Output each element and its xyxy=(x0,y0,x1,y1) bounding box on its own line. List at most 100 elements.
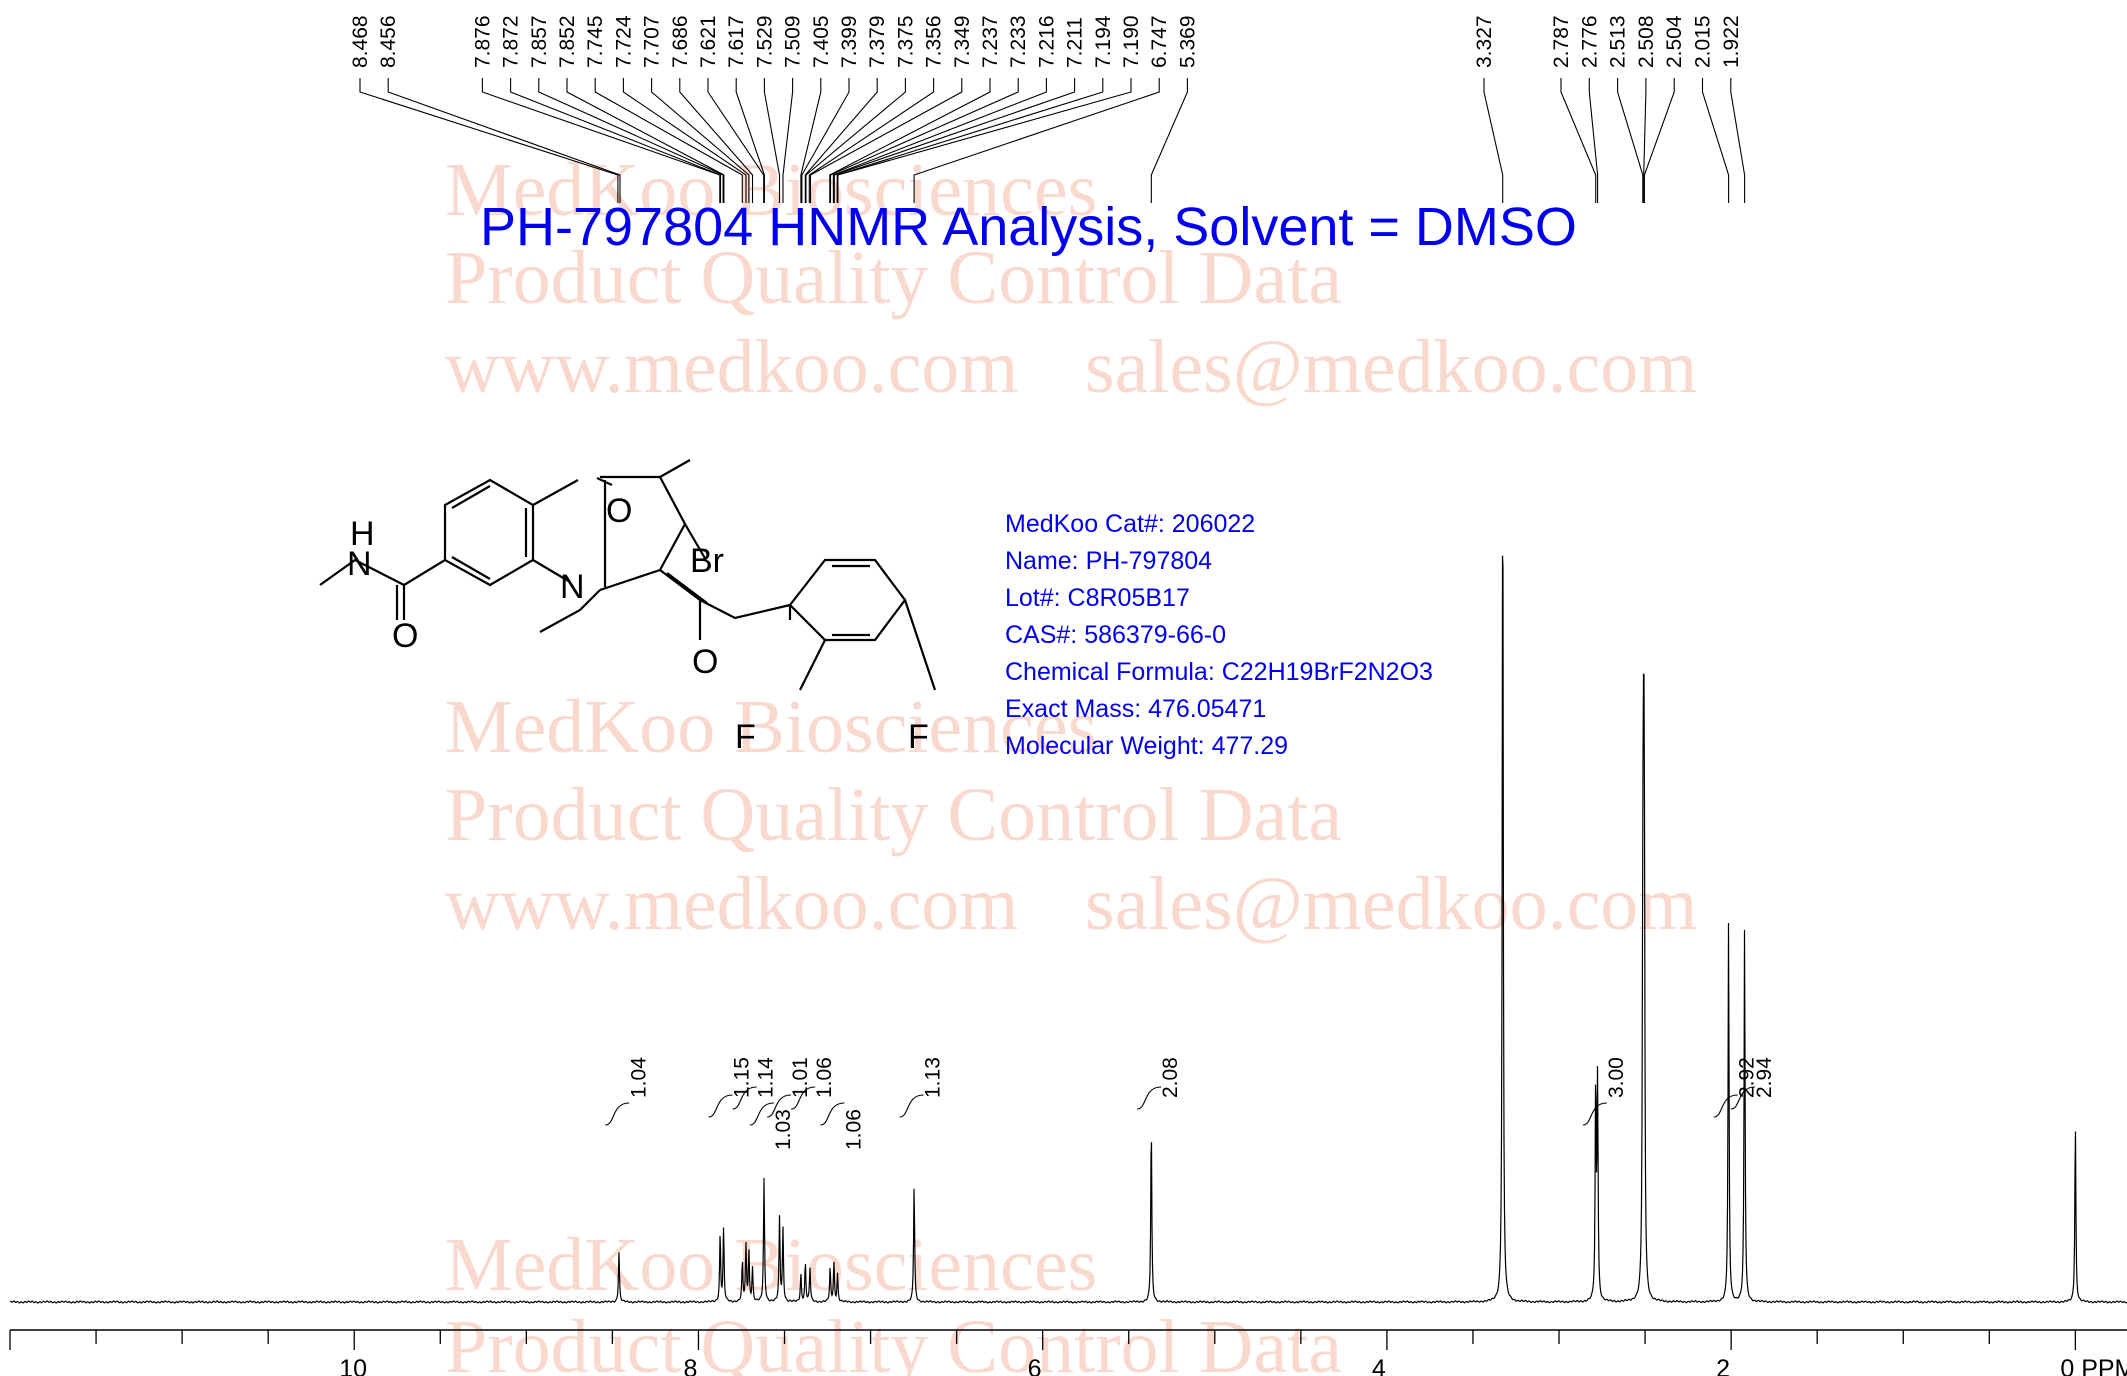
x-tick-label: 2 xyxy=(1716,1355,1730,1376)
peak-label: 7.724 xyxy=(612,15,635,68)
watermark-line1: MedKoo Biosciences xyxy=(445,685,1097,769)
integral-label: 1.03 xyxy=(772,1109,795,1150)
info-mol-weight: Molecular Weight: 477.29 xyxy=(1005,732,1288,760)
watermark-line3a: www.medkoo.com xyxy=(445,862,1018,946)
peak-label: 5.369 xyxy=(1176,15,1199,68)
integral-label: 3.00 xyxy=(1605,1057,1628,1098)
peak-leader-line xyxy=(1701,78,1730,203)
peak-label: 7.707 xyxy=(641,15,664,68)
integral-curve xyxy=(1582,1102,1607,1126)
peak-leader-line xyxy=(829,78,991,203)
peak-leader-line xyxy=(651,78,750,203)
chart-title: PH-797804 HNMR Analysis, Solvent = DMSO xyxy=(480,197,1577,257)
spectrum-group xyxy=(10,555,2127,1304)
peak-leader-line xyxy=(1560,78,1597,203)
peak-label: 6.747 xyxy=(1148,15,1171,68)
integral-curve xyxy=(820,1102,845,1126)
watermark-line2: Product Quality Control Data xyxy=(445,236,1342,320)
integral-curve xyxy=(732,1086,757,1110)
peak-label: 7.211 xyxy=(1064,17,1087,68)
atom-nh-h: H xyxy=(350,515,375,553)
peak-leader-line xyxy=(387,78,621,203)
info-cat: MedKoo Cat#: 206022 xyxy=(1005,510,1255,538)
peak-leader-line xyxy=(707,78,765,203)
watermark-line1: MedKoo Biosciences xyxy=(445,148,1097,232)
info-exact-mass: Exact Mass: 476.05471 xyxy=(1005,695,1266,723)
integral-label: 1.15 xyxy=(731,1057,754,1098)
peak-label: 7.379 xyxy=(866,15,889,68)
x-tick-label: 6 xyxy=(1028,1355,1042,1376)
peak-leader-line xyxy=(679,78,754,203)
info-lot: Lot#: C8R05B17 xyxy=(1005,584,1190,612)
integral-label: 1.04 xyxy=(627,1057,650,1098)
peak-label: 2.508 xyxy=(1635,15,1658,68)
peak-label: 1.922 xyxy=(1720,15,1743,68)
peak-label: 2.513 xyxy=(1607,15,1630,68)
peak-leader-line xyxy=(833,78,1076,203)
watermark-line1: MedKoo Biosciences xyxy=(445,1223,1097,1307)
integral-curve xyxy=(749,1102,774,1126)
peak-leader-line xyxy=(594,78,743,203)
peak-label: 7.399 xyxy=(838,15,861,68)
watermark-line2: Product Quality Control Data xyxy=(445,773,1342,857)
structure-extra-bonds xyxy=(799,599,937,691)
peak-label: 7.194 xyxy=(1092,15,1115,68)
peak-label: 7.872 xyxy=(500,15,523,68)
peak-label: 3.327 xyxy=(1473,15,1496,68)
peak-leader-line xyxy=(809,78,963,203)
peak-leader-line xyxy=(836,78,1104,203)
integral-label: 1.06 xyxy=(813,1057,836,1098)
peak-label: 7.356 xyxy=(923,15,946,68)
integral-label: 2.92 xyxy=(1736,1057,1759,1098)
integral-label: 2.94 xyxy=(1753,1057,1776,1098)
integral-curve xyxy=(1136,1086,1162,1110)
peak-label: 7.233 xyxy=(1007,15,1030,68)
peak-label: 7.237 xyxy=(979,15,1002,68)
peak-leader-line xyxy=(1588,78,1599,203)
info-cas: CAS#: 586379-66-0 xyxy=(1005,621,1226,649)
peak-leader-line xyxy=(1643,78,1647,203)
peak-label: 7.617 xyxy=(725,15,748,68)
structure-atom-labels: H N O N O Br O F F xyxy=(347,492,929,756)
atom-o-ether: O xyxy=(692,643,718,681)
peak-label: 7.852 xyxy=(556,15,579,68)
compound-info-block: MedKoo Cat#: 206022 Name: PH-797804 Lot#… xyxy=(1005,510,1433,760)
peak-leader-line xyxy=(763,78,781,203)
x-tick-label: 4 xyxy=(1372,1355,1386,1376)
peak-leader-line xyxy=(837,78,1132,203)
atom-f1: F xyxy=(735,718,756,756)
peak-label: 7.216 xyxy=(1035,15,1058,68)
watermark-line3b: sales@medkoo.com xyxy=(1085,862,1697,946)
peak-leader-line xyxy=(1643,78,1675,203)
integral-curve xyxy=(766,1094,792,1118)
peak-leader-line xyxy=(735,78,765,203)
info-formula: Chemical Formula: C22H19BrF2N2O3 xyxy=(1005,658,1433,686)
atom-n-ring: N xyxy=(560,568,585,606)
spectrum-trace xyxy=(10,555,2127,1304)
x-tick-label: 0 PPM xyxy=(2060,1355,2127,1376)
peak-leader-line xyxy=(913,78,1160,203)
chemical-structure xyxy=(319,459,937,691)
info-name: Name: PH-797804 xyxy=(1005,547,1212,575)
peak-leader-line xyxy=(1483,78,1504,203)
peak-leader-line xyxy=(829,78,1019,203)
peak-leader-line xyxy=(359,78,619,203)
peak-label: 7.405 xyxy=(810,15,833,68)
peak-label: 7.349 xyxy=(951,15,974,68)
integral-curve xyxy=(605,1102,630,1126)
peak-label: 7.190 xyxy=(1120,15,1143,68)
integral-label: 1.13 xyxy=(922,1057,945,1098)
peak-leader-line xyxy=(782,78,794,203)
atom-f2: F xyxy=(908,718,929,756)
integral-label: 1.14 xyxy=(755,1057,778,1098)
peak-leader-line xyxy=(800,78,822,203)
peak-leader-line xyxy=(1617,78,1644,203)
peak-label: 7.509 xyxy=(782,15,805,68)
watermark-line2: Product Quality Control Data xyxy=(445,1305,1342,1376)
peak-label: 7.621 xyxy=(697,15,720,68)
integral-curve xyxy=(1713,1094,1738,1118)
x-tick-label: 10 xyxy=(339,1355,367,1376)
